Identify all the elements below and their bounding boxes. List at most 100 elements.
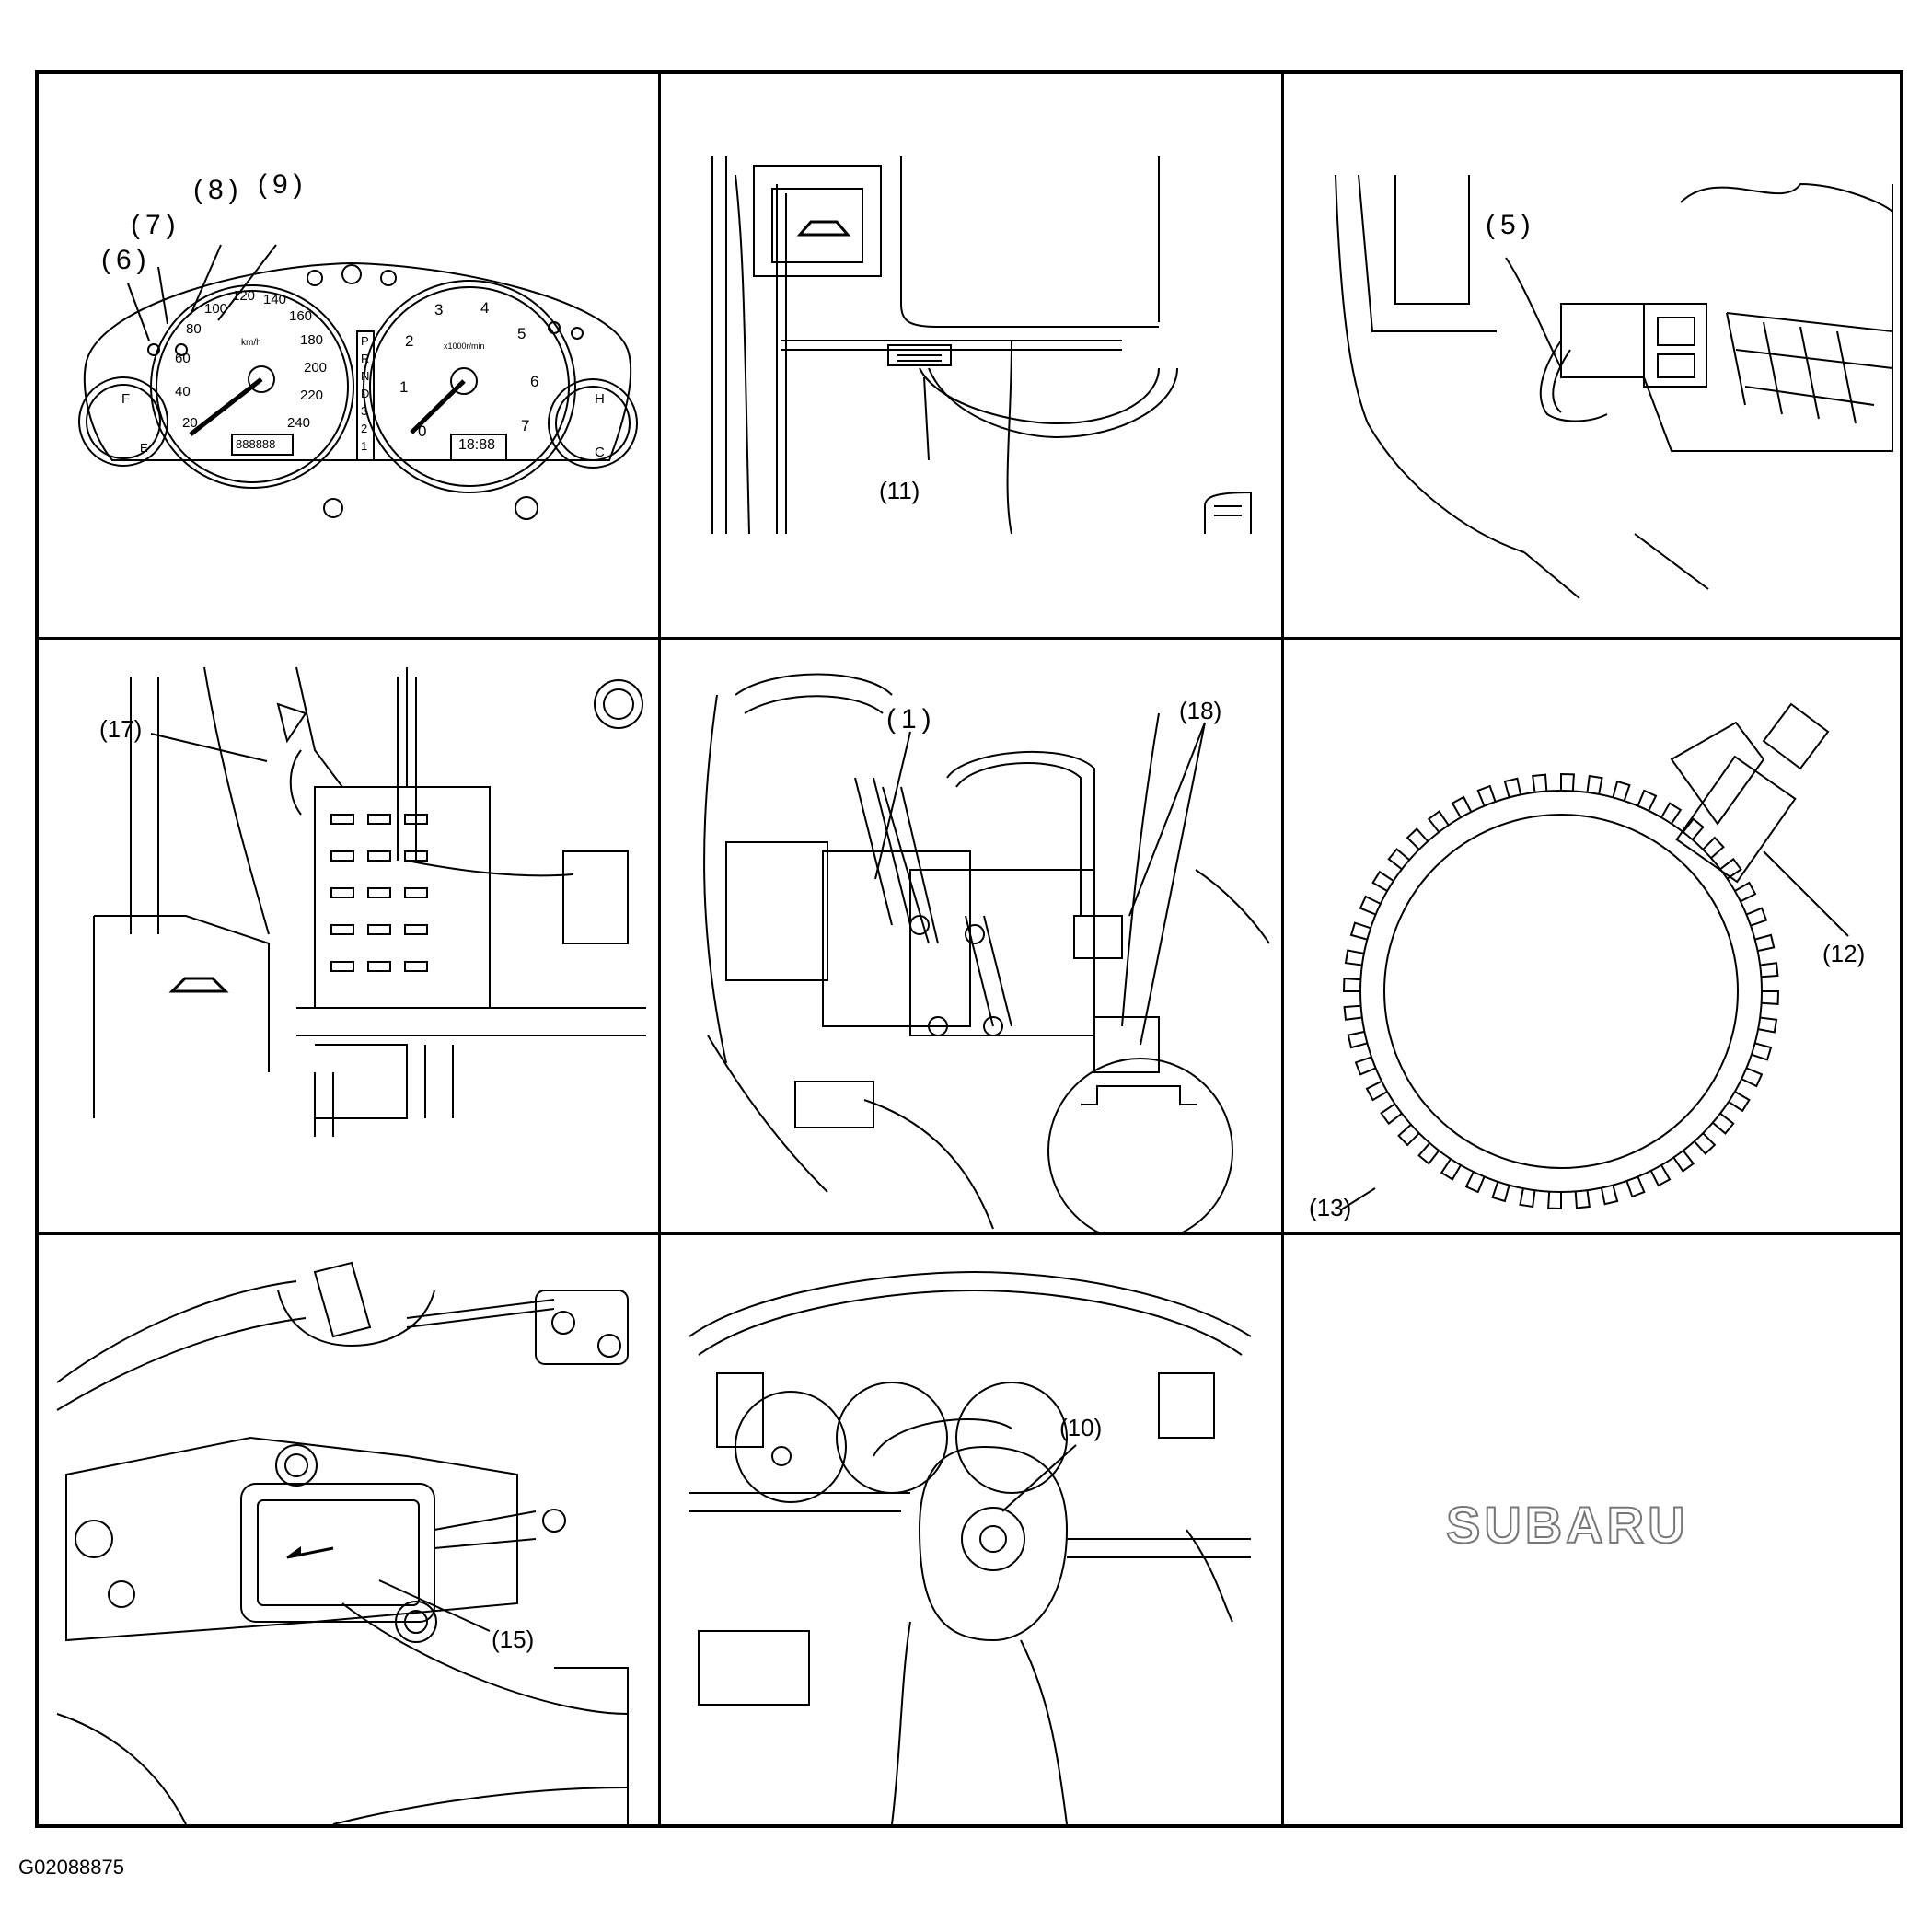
tacho-unit: x1000r/min bbox=[444, 341, 485, 351]
speedo-unit: km/h bbox=[241, 338, 261, 348]
grid-divider bbox=[39, 637, 1900, 640]
tone-wheel-tooth bbox=[1347, 1030, 1368, 1049]
speedo-tick: 220 bbox=[300, 388, 324, 403]
tone-wheel-tooth bbox=[1417, 1142, 1440, 1165]
roll-connector-drawing bbox=[688, 1270, 1252, 1825]
callout-18: (18) bbox=[1179, 697, 1222, 724]
tone-wheel-tooth bbox=[1491, 1181, 1510, 1203]
tacho-tick: 4 bbox=[480, 299, 490, 317]
tone-wheel-tooth bbox=[1637, 789, 1658, 812]
tacho-tick: 2 bbox=[405, 332, 414, 350]
tone-wheel-tooth bbox=[1751, 1042, 1773, 1061]
tone-wheel-tooth bbox=[1365, 1080, 1388, 1102]
callout-8: (8) bbox=[193, 175, 244, 205]
tone-wheel-tooth bbox=[1734, 881, 1757, 903]
callout-5: (5) bbox=[1486, 210, 1536, 240]
tone-wheel-tooth bbox=[1694, 1132, 1717, 1155]
tone-wheel-tooth bbox=[1519, 1187, 1536, 1209]
tone-wheel-tooth bbox=[1464, 1171, 1486, 1194]
tacho-tick: 3 bbox=[434, 301, 444, 318]
temp-hot-mark: H bbox=[595, 391, 605, 407]
illustration-grid: (6) (7) (8) (9) 20 40 60 80 100 120 140 … bbox=[35, 70, 1903, 1828]
figure-id: G02088875 bbox=[18, 1856, 124, 1879]
speedo-tick: 140 bbox=[263, 292, 287, 307]
tone-wheel-tooth bbox=[1503, 777, 1522, 798]
gear-indicator-r: R bbox=[361, 352, 370, 365]
panel-g-sensor-location: (15) bbox=[39, 1235, 661, 1832]
panel-sensor-and-tone-wheel: (12) (13) bbox=[1285, 640, 1907, 1234]
callout-15: (15) bbox=[492, 1625, 535, 1653]
tone-wheel-tooth bbox=[1344, 949, 1365, 966]
tone-wheel-tooth bbox=[1574, 1189, 1591, 1209]
tone-wheel-tooth bbox=[1349, 921, 1371, 941]
tone-wheel-tooth bbox=[1451, 795, 1473, 818]
speedo-tick: 200 bbox=[304, 360, 328, 376]
diagnosis-connector-drawing bbox=[711, 156, 1252, 535]
speedo-tick: 100 bbox=[204, 301, 228, 317]
combination-meter-drawing bbox=[78, 244, 638, 520]
speedo-tick: 160 bbox=[289, 308, 313, 324]
speedo-tick: 40 bbox=[175, 384, 191, 399]
tone-wheel-tooth bbox=[1761, 990, 1780, 1005]
tone-wheel-tooth bbox=[1532, 773, 1548, 793]
tone-wheel-tooth bbox=[1746, 907, 1768, 927]
panel-abs-control-unit-location: (1) (18) bbox=[662, 640, 1284, 1234]
tacho-tick: 6 bbox=[530, 373, 539, 390]
relay-box-drawing bbox=[93, 666, 646, 1137]
tone-wheel-tooth bbox=[1728, 1091, 1751, 1113]
tone-wheel-tooth bbox=[1343, 1004, 1363, 1021]
tone-wheel-tooth bbox=[1754, 933, 1776, 953]
callout-10: (10) bbox=[1059, 1414, 1103, 1441]
tone-wheel-tooth bbox=[1371, 870, 1394, 892]
gear-indicator-n: N bbox=[361, 369, 370, 383]
tone-wheel-tooth bbox=[1427, 810, 1450, 833]
tone-wheel-tooth bbox=[1719, 857, 1742, 880]
tacho-tick: 5 bbox=[517, 325, 526, 342]
speedo-tick: 80 bbox=[186, 321, 202, 337]
tone-wheel-tooth bbox=[1397, 1124, 1420, 1147]
tone-wheel-tooth bbox=[1741, 1067, 1764, 1088]
callout-1: (1) bbox=[886, 704, 937, 735]
tone-wheel-tooth bbox=[1712, 1112, 1735, 1135]
clock-display: 18:88 bbox=[458, 437, 496, 453]
abs-control-unit-drawing bbox=[703, 673, 1270, 1234]
callout-17: (17) bbox=[99, 715, 143, 743]
subaru-logo: SUBARU bbox=[1445, 1495, 1689, 1555]
gear-indicator-d: D bbox=[361, 387, 370, 400]
panel-connector-detail: (5) bbox=[1285, 74, 1907, 639]
tone-wheel-tooth bbox=[1387, 848, 1410, 871]
tone-wheel-tooth bbox=[1476, 784, 1497, 806]
callout-12: (12) bbox=[1822, 940, 1866, 967]
speedo-tick: 20 bbox=[182, 415, 198, 431]
tone-wheel-tooth bbox=[1560, 772, 1575, 792]
tone-wheel-tooth bbox=[1682, 817, 1705, 840]
tone-wheel-tooth bbox=[1757, 1016, 1778, 1034]
speedo-tick: 180 bbox=[300, 332, 324, 348]
callout-11: (11) bbox=[879, 477, 920, 504]
grid-divider bbox=[1281, 74, 1284, 1824]
speedo-tick: 240 bbox=[287, 415, 311, 431]
panel-combination-meter: (6) (7) (8) (9) 20 40 60 80 100 120 140 … bbox=[39, 74, 661, 639]
tone-wheel-drawing bbox=[1339, 702, 1849, 1211]
tone-wheel-tooth bbox=[1625, 1176, 1646, 1198]
callout-9: (9) bbox=[258, 169, 308, 200]
speedo-tick: 60 bbox=[175, 351, 191, 366]
gear-indicator-3: 3 bbox=[361, 404, 368, 418]
callout-13: (13) bbox=[1309, 1194, 1352, 1221]
tone-wheel-tooth bbox=[1612, 780, 1631, 802]
odometer-display: 888888 bbox=[236, 437, 276, 451]
g-sensor-drawing bbox=[56, 1261, 629, 1825]
grid-divider bbox=[39, 1232, 1900, 1235]
tacho-tick: 1 bbox=[399, 378, 409, 396]
tone-wheel-tooth bbox=[1354, 1056, 1376, 1076]
fuel-empty-mark: E bbox=[140, 441, 148, 455]
tone-wheel-tooth bbox=[1440, 1158, 1462, 1181]
callout-6: (6) bbox=[101, 245, 152, 275]
tacho-tick: 7 bbox=[521, 417, 530, 434]
callout-7: (7) bbox=[131, 210, 181, 240]
tone-wheel-tooth bbox=[1702, 836, 1725, 859]
tone-wheel-tooth bbox=[1660, 802, 1683, 825]
gear-indicator-1: 1 bbox=[361, 439, 368, 453]
tone-wheel-tooth bbox=[1380, 1103, 1403, 1126]
panel-diagnosis-connector-location: (11) bbox=[662, 74, 1284, 639]
